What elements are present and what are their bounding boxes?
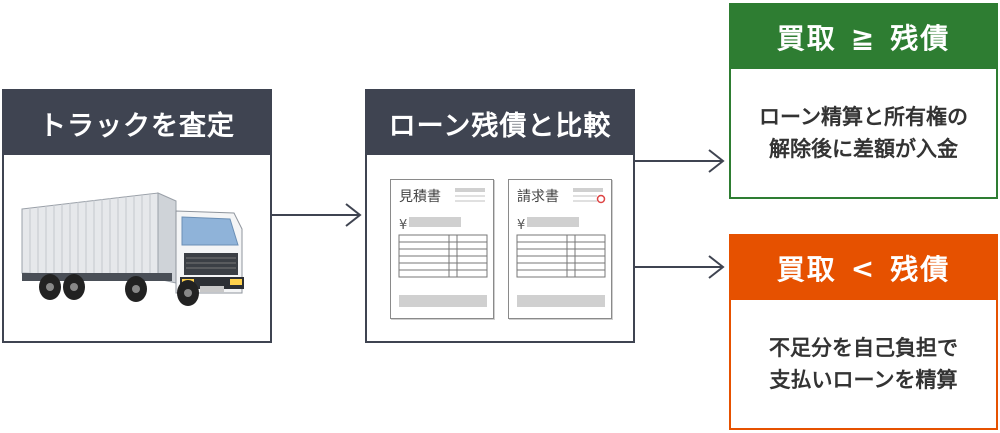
result-shortfall-description: 不足分を自己負担で 支払いローンを精算: [731, 300, 996, 428]
invoice-yen-label: ¥: [517, 218, 526, 233]
appraise-panel-title: トラックを査定: [4, 91, 270, 155]
arrow-right-icon: [635, 255, 725, 279]
appraise-panel: トラックを査定: [2, 89, 272, 343]
result-surplus-operator: ≧: [850, 20, 877, 54]
arrow-right-icon: [272, 203, 362, 227]
result-surplus-description: ローン精算と所有権の 解除後に差額が入金: [731, 69, 996, 197]
result-surplus-line-1: ローン精算と所有権の: [759, 105, 968, 129]
loan-compare-panel: ローン残債と比較 見積書 ¥ 請求書 ¥: [365, 89, 635, 343]
arrow-right-icon: [635, 149, 725, 173]
estimate-yen-label: ¥: [399, 218, 408, 233]
document-icon: [398, 188, 488, 307]
result-surplus-panel: 買取 ≧ 残債 ローン精算と所有権の 解除後に差額が入金: [729, 3, 998, 199]
truck-illustration: [21, 192, 244, 306]
result-shortfall-right-label: 残債: [890, 253, 951, 286]
invoice-document-title: 請求書: [517, 189, 559, 205]
result-surplus-left-label: 買取: [776, 22, 837, 55]
result-shortfall-line-1: 不足分を自己負担で: [769, 336, 958, 360]
result-shortfall-header: 買取 < 残債: [731, 236, 996, 300]
result-shortfall-left-label: 買取: [776, 253, 837, 286]
invoice-document: 請求書 ¥: [508, 179, 612, 319]
loan-compare-panel-title: ローン残債と比較: [367, 91, 633, 155]
result-shortfall-operator: <: [850, 251, 877, 285]
result-shortfall-panel: 買取 < 残債 不足分を自己負担で 支払いローンを精算: [729, 234, 998, 430]
result-surplus-right-label: 残債: [890, 22, 951, 55]
result-surplus-line-2: 解除後に差額が入金: [769, 137, 958, 161]
estimate-document-title: 見積書: [399, 189, 441, 205]
result-surplus-header: 買取 ≧ 残債: [731, 5, 996, 69]
estimate-document: 見積書 ¥: [390, 179, 494, 319]
result-shortfall-line-2: 支払いローンを精算: [769, 368, 958, 392]
document-icon: [516, 188, 606, 307]
